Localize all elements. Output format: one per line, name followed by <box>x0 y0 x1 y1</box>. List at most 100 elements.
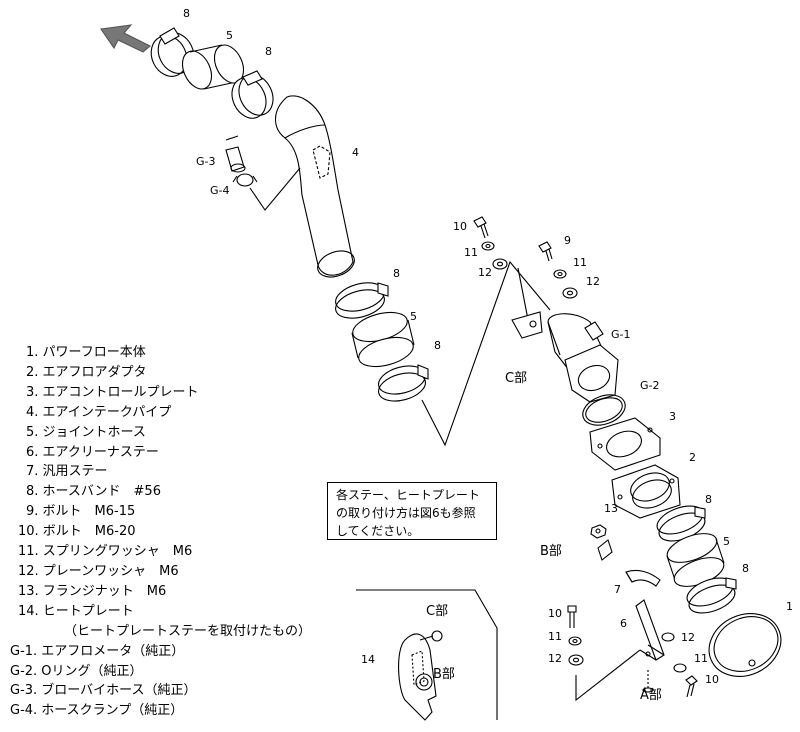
list-item: 5. ジョイントホース <box>26 424 146 440</box>
callout-8: 8 <box>705 493 712 506</box>
hose-band-low-2 <box>686 577 737 614</box>
washer-11-low-right <box>673 663 687 673</box>
joint-hose-low <box>666 533 725 587</box>
list-item: 11. スプリングワッシャ M6 <box>18 544 193 560</box>
universal-stay <box>625 569 661 587</box>
callout-8: 8 <box>393 267 400 280</box>
label-c-part: C部 <box>505 371 528 386</box>
washer-11-bottom <box>568 636 582 646</box>
callout-11: 11 <box>464 246 478 259</box>
callout-12: 12 <box>548 652 562 665</box>
callout-11: 11 <box>573 256 587 269</box>
o-ring <box>582 394 626 426</box>
list-item: G-1. エアフロメータ（純正） <box>10 643 185 659</box>
callout-12: 12 <box>478 266 492 279</box>
list-item: 3. エアコントロールプレート <box>26 384 199 400</box>
a-part-marker <box>642 670 654 693</box>
leader-a-part <box>575 649 641 702</box>
list-item: G-4. ホースクランプ（純正） <box>10 703 184 719</box>
callout-12: 12 <box>681 631 695 644</box>
washer-12-bottom <box>568 654 584 666</box>
callout-10: 10 <box>705 673 719 686</box>
hose-clamp <box>232 173 258 187</box>
bolt-10-top <box>473 216 489 239</box>
air-control-plate <box>589 417 661 471</box>
washer-11-top <box>481 241 495 251</box>
note-line-2: の取り付け方は図6も参照 <box>336 506 476 520</box>
callout-10: 10 <box>453 220 467 233</box>
callout-11: 11 <box>548 630 562 643</box>
label-c-part-inset: C部 <box>426 604 449 619</box>
callout-2: 2 <box>689 451 696 464</box>
hose-band-top-2 <box>231 70 274 119</box>
callout-12: 12 <box>586 275 600 288</box>
callout-4: 4 <box>352 146 359 159</box>
callout-8: 8 <box>434 339 441 352</box>
bolt-10-low-right <box>685 675 698 698</box>
hose-band-mid-1 <box>335 282 389 319</box>
airflow-adapter <box>611 464 681 519</box>
leader-v-main <box>421 260 551 447</box>
callout-5: 5 <box>723 535 730 548</box>
callout-g2: G-2 <box>640 379 660 392</box>
callout-7: 7 <box>614 583 621 596</box>
callout-9: 9 <box>564 234 571 247</box>
air-intake-pipe <box>274 95 355 278</box>
bracket-c <box>511 311 543 339</box>
airflow-arrow-icon <box>100 24 151 53</box>
hose-band-low-1 <box>656 505 706 542</box>
installation-note: 各ステー、ヒートプレート の取り付け方は図6も参照 してください。 <box>327 482 497 540</box>
list-item: 10. ボルト M6-20 <box>18 524 136 540</box>
list-item: 12. プレーンワッシャ M6 <box>18 563 179 579</box>
bracket-b <box>597 539 613 561</box>
callout-8: 8 <box>265 45 272 58</box>
list-item: （ヒートプレートステーを取付けたもの） <box>64 623 312 639</box>
callout-14: 14 <box>361 653 375 666</box>
air-cleaner-stay <box>635 599 665 661</box>
list-item: 14. ヒートプレート <box>18 603 134 619</box>
callout-6: 6 <box>620 617 627 630</box>
label-b-part-inset: B部 <box>433 667 455 682</box>
label-a-part: A部 <box>640 688 662 703</box>
blowby-hose <box>225 135 246 173</box>
bolt-10-bottom <box>567 605 577 628</box>
power-flow-body <box>708 613 782 677</box>
bolt-9 <box>538 241 553 262</box>
callout-5: 5 <box>226 29 233 42</box>
list-item: G-3. ブローバイホース（純正） <box>10 683 197 699</box>
washer-11-right <box>553 269 567 279</box>
hose-band-mid-2 <box>378 364 429 402</box>
callout-8: 8 <box>183 7 190 20</box>
callout-11: 11 <box>694 652 708 665</box>
list-item: 4. エアインテークパイプ <box>26 404 172 420</box>
callout-5: 5 <box>410 310 417 323</box>
list-item: 7. 汎用ステー <box>26 464 108 480</box>
callout-10: 10 <box>548 607 562 620</box>
callout-g3: G-3 <box>196 155 216 168</box>
list-item: 6. エアクリーナステー <box>26 444 159 460</box>
list-item: 1. パワーフロー本体 <box>26 345 146 360</box>
leader-g4 <box>249 167 301 211</box>
list-item: 8. ホースバンド #56 <box>26 484 161 500</box>
inset-frame <box>356 589 498 720</box>
joint-hose-top <box>181 44 245 90</box>
airflow-meter <box>547 313 619 403</box>
washer-12-right <box>562 287 578 299</box>
washer-12-low-right <box>661 632 675 642</box>
list-item: 13. フランジナット M6 <box>18 583 167 599</box>
callout-13: 13 <box>604 502 618 515</box>
flange-nut <box>590 524 607 539</box>
hose-band-top-1 <box>150 27 195 77</box>
note-line-1: 各ステー、ヒートプレート <box>336 488 480 502</box>
note-line-3: してください。 <box>336 524 420 538</box>
joint-hose-mid <box>351 311 415 368</box>
callout-g1: G-1 <box>611 328 631 341</box>
label-b-part: B部 <box>540 544 562 559</box>
list-item: G-2. Oリング（純正） <box>10 663 143 679</box>
heat-plate <box>398 630 443 721</box>
callout-3: 3 <box>669 410 676 423</box>
list-item: 2. エアフロアダプタ <box>26 364 147 380</box>
callout-8: 8 <box>742 562 749 575</box>
parts-list: 1. パワーフロー本体 2. エアフロアダプタ 3. エアコントロールプレート … <box>10 343 311 721</box>
